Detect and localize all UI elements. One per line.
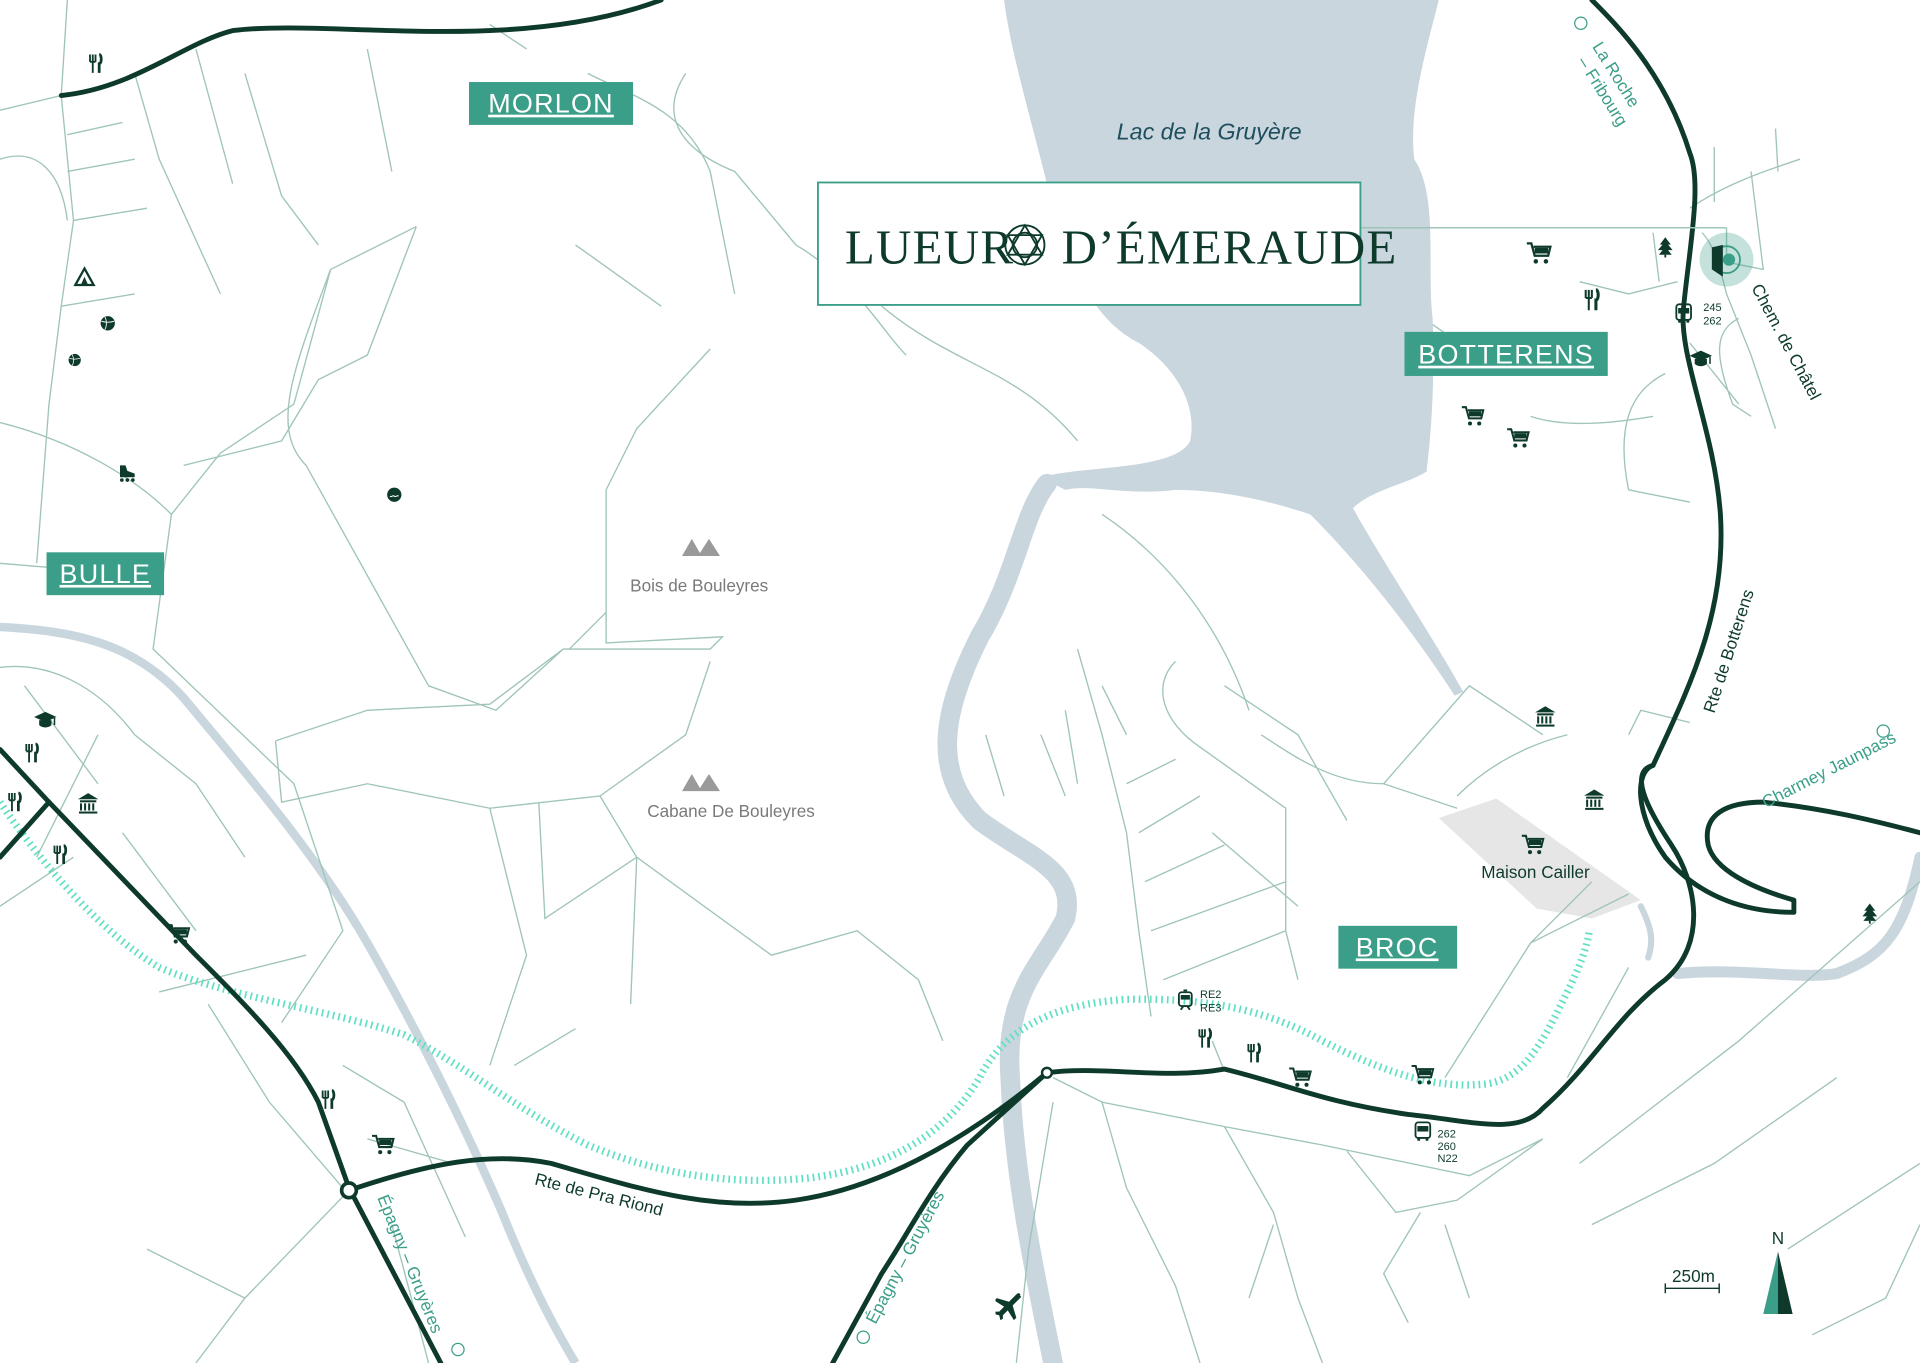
restaurant-icon[interactable] (24, 742, 39, 764)
mountain-icon (682, 538, 720, 792)
bus-stop-icon[interactable] (1414, 1121, 1432, 1142)
camping-icon[interactable] (74, 267, 95, 287)
direction-fribourg[interactable]: La Roche – Fribourg (1574, 16, 1645, 130)
tree-icon[interactable] (1862, 903, 1878, 924)
skating-icon[interactable] (120, 465, 135, 482)
sports-ball-icon[interactable] (68, 353, 82, 367)
maison-cailler-area (1438, 798, 1641, 919)
bus-line-label: 262 (1438, 1129, 1456, 1141)
stream (1637, 903, 1655, 961)
direction-label: Épagny – Gruyères (373, 1192, 447, 1336)
bus-line-label: 245 (1703, 302, 1721, 314)
town-bulle[interactable]: BULLE (46, 552, 165, 596)
road-label-chatel: Chem. de Châtel (1747, 280, 1825, 403)
logo-text-left: LUEUR (845, 219, 1014, 274)
direction-charmey[interactable]: Charmey Jaunpass (1758, 724, 1899, 812)
train-line-label: RE3 (1200, 1003, 1221, 1015)
place-cabane-de-bouleyres: Cabane De Bouleyres (647, 801, 815, 821)
project-logo: LUEUR D’ÉMERAUDE (817, 181, 1728, 306)
restaurant-icon[interactable] (88, 53, 103, 75)
lake-label: Lac de la Gruyère (1117, 119, 1302, 145)
river-east (1672, 851, 1920, 981)
restaurant-icon[interactable] (1584, 288, 1600, 312)
river (937, 473, 1077, 1363)
junction (1040, 1066, 1054, 1079)
direction-epagny-south[interactable]: Épagny – Gruyères (856, 1187, 948, 1345)
tree-icon[interactable] (1657, 237, 1673, 258)
restaurant-icon[interactable] (7, 791, 22, 813)
school-icon[interactable] (1688, 349, 1713, 367)
emerald-icon (1004, 223, 1046, 267)
logo-text-right: D’ÉMERAUDE (1062, 219, 1398, 274)
shopping-cart-icon[interactable] (1288, 1067, 1312, 1088)
town-label: MORLON (488, 89, 614, 119)
shopping-cart-icon[interactable] (1460, 406, 1485, 427)
town-label: BULLE (60, 559, 151, 589)
sports-ball-icon[interactable] (100, 315, 116, 331)
route-pra-riond (346, 0, 1724, 1206)
scale-bar: 250m (1664, 1266, 1720, 1294)
shopping-cart-icon[interactable] (1410, 1065, 1435, 1086)
museum-icon[interactable] (1534, 705, 1557, 728)
bus-line-label: 262 (1703, 316, 1721, 328)
north-label: N (1772, 1228, 1784, 1248)
shopping-cart-icon[interactable] (1525, 242, 1552, 265)
museum-icon[interactable] (76, 792, 100, 815)
direction-epagny-west[interactable]: Épagny – Gruyères (373, 1192, 465, 1357)
lake (1004, 0, 1464, 696)
north-arrow: N (1763, 1228, 1793, 1315)
restaurant-icon[interactable] (53, 844, 68, 866)
road-label-botterens: Rte de Botterens (1699, 587, 1758, 715)
roundabout (339, 1181, 359, 1200)
direction-label: Charmey Jaunpass (1758, 727, 1899, 812)
restaurant-icon[interactable] (321, 1089, 336, 1111)
highway (0, 622, 580, 1363)
town-broc[interactable]: BROC (1338, 925, 1458, 969)
place-bois-de-bouleyres: Bois de Bouleyres (630, 575, 768, 595)
leisure-icon[interactable] (386, 487, 402, 503)
bus-line-label: 260 (1438, 1141, 1456, 1153)
project-location-marker[interactable] (1699, 232, 1754, 287)
shopping-cart-icon[interactable] (1506, 428, 1530, 449)
direction-label: Épagny – Gruyères (861, 1187, 948, 1327)
restaurant-icon[interactable] (1246, 1042, 1261, 1064)
town-label: BROC (1356, 932, 1439, 962)
airfield-icon[interactable] (994, 1293, 1022, 1321)
town-morlon[interactable]: MORLON (468, 82, 634, 125)
place-maison-cailler: Maison Cailler (1481, 862, 1590, 882)
town-botterens[interactable]: BOTTERENS (1404, 331, 1608, 376)
scale-label: 250m (1672, 1266, 1715, 1286)
museum-icon[interactable] (1583, 788, 1606, 811)
train-line-label: RE2 (1200, 989, 1221, 1001)
railway (0, 800, 1594, 1185)
restaurant-icon[interactable] (1198, 1027, 1213, 1050)
town-label: BOTTERENS (1418, 340, 1594, 370)
bus-line-label: N22 (1438, 1153, 1458, 1165)
